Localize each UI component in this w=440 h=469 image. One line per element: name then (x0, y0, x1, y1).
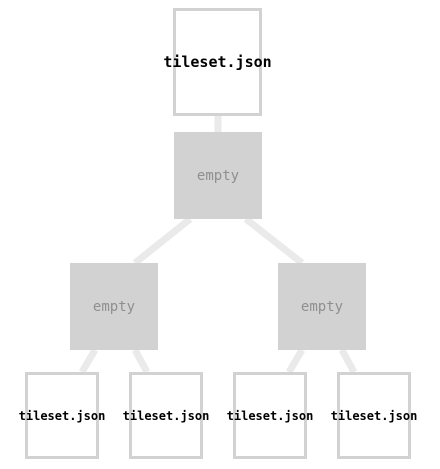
edge-left-empty-to-leaf-2 (131, 348, 151, 374)
leaf-tileset-label-2: tileset.json (122, 408, 210, 423)
root-tileset-node: tileset.json (163, 8, 272, 116)
edge-right-empty-to-leaf-4 (338, 348, 358, 374)
empty-node-left: empty (70, 263, 158, 350)
edge-empty-to-right-empty (243, 216, 305, 266)
empty-node-right-label: empty (300, 298, 344, 315)
empty-node-left-label: empty (92, 298, 136, 315)
edge-left-empty-to-leaf-1 (78, 348, 99, 374)
leaf-tileset-label-1: tileset.json (18, 408, 106, 423)
leaf-tileset-node-2: tileset.json (123, 372, 209, 459)
leaf-tileset-node-4: tileset.json (331, 372, 417, 459)
leaf-tileset-label-3: tileset.json (226, 408, 314, 423)
leaf-tileset-node-1: tileset.json (19, 372, 105, 459)
edge-right-empty-to-leaf-3 (285, 348, 306, 374)
empty-node-level1: empty (174, 132, 262, 219)
edge-empty-to-left-empty (132, 216, 193, 266)
leaf-tileset-node-3: tileset.json (227, 372, 313, 459)
root-tileset-label: tileset.json (163, 53, 272, 71)
empty-node-level1-label: empty (196, 167, 240, 184)
leaf-tileset-label-4: tileset.json (330, 408, 418, 423)
empty-node-right: empty (278, 263, 366, 350)
